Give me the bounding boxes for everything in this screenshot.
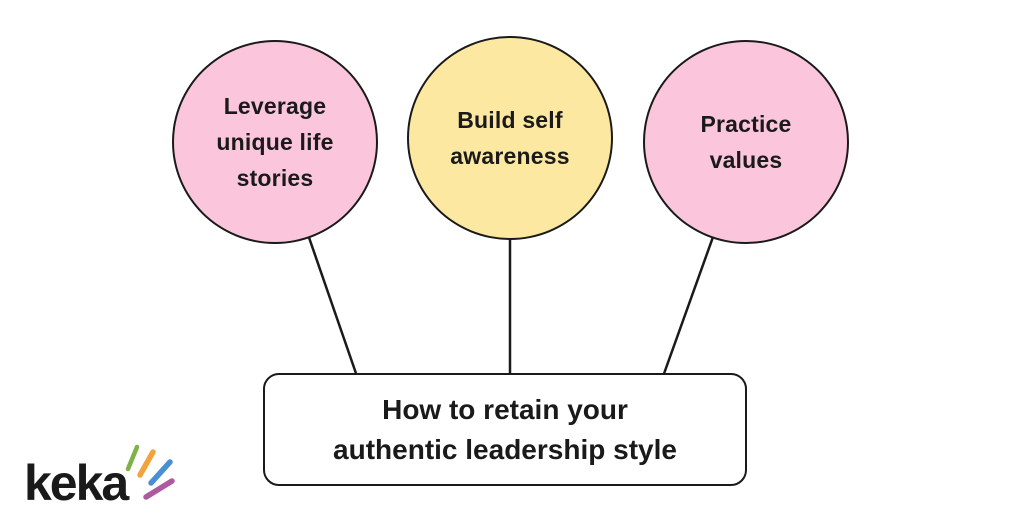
keka-logo: keka (24, 455, 129, 511)
node-label-line: Practice (700, 111, 792, 137)
node-label-line: awareness (450, 143, 570, 169)
root-label-line: authentic leadership style (333, 433, 677, 465)
keka-logo-sparks-icon (125, 444, 175, 500)
spark-purple-icon (143, 478, 175, 500)
spark-orange-icon (137, 449, 156, 478)
node-label: Build self awareness (450, 102, 569, 174)
spark-green-icon (125, 444, 140, 472)
node-label-line: unique life (216, 129, 334, 155)
node-label: Practice values (700, 106, 791, 178)
root-node-box: How to retain your authentic leadership … (263, 373, 747, 486)
node-label-line: stories (236, 165, 314, 191)
node-leverage-unique-life-stories: Leverage unique life stories (172, 40, 378, 244)
root-label-line: How to retain your (382, 393, 628, 425)
node-label-line: Leverage (223, 93, 327, 119)
node-label: Leverage unique life stories (216, 88, 333, 196)
node-practice-values: Practice values (643, 40, 849, 244)
keka-logo-text: keka (24, 455, 129, 511)
node-label-line: Build self (457, 107, 563, 133)
spark-blue-icon (148, 459, 173, 486)
root-node-label: How to retain your authentic leadership … (333, 390, 677, 470)
node-build-self-awareness: Build self awareness (407, 36, 613, 240)
node-label-line: values (709, 147, 783, 173)
